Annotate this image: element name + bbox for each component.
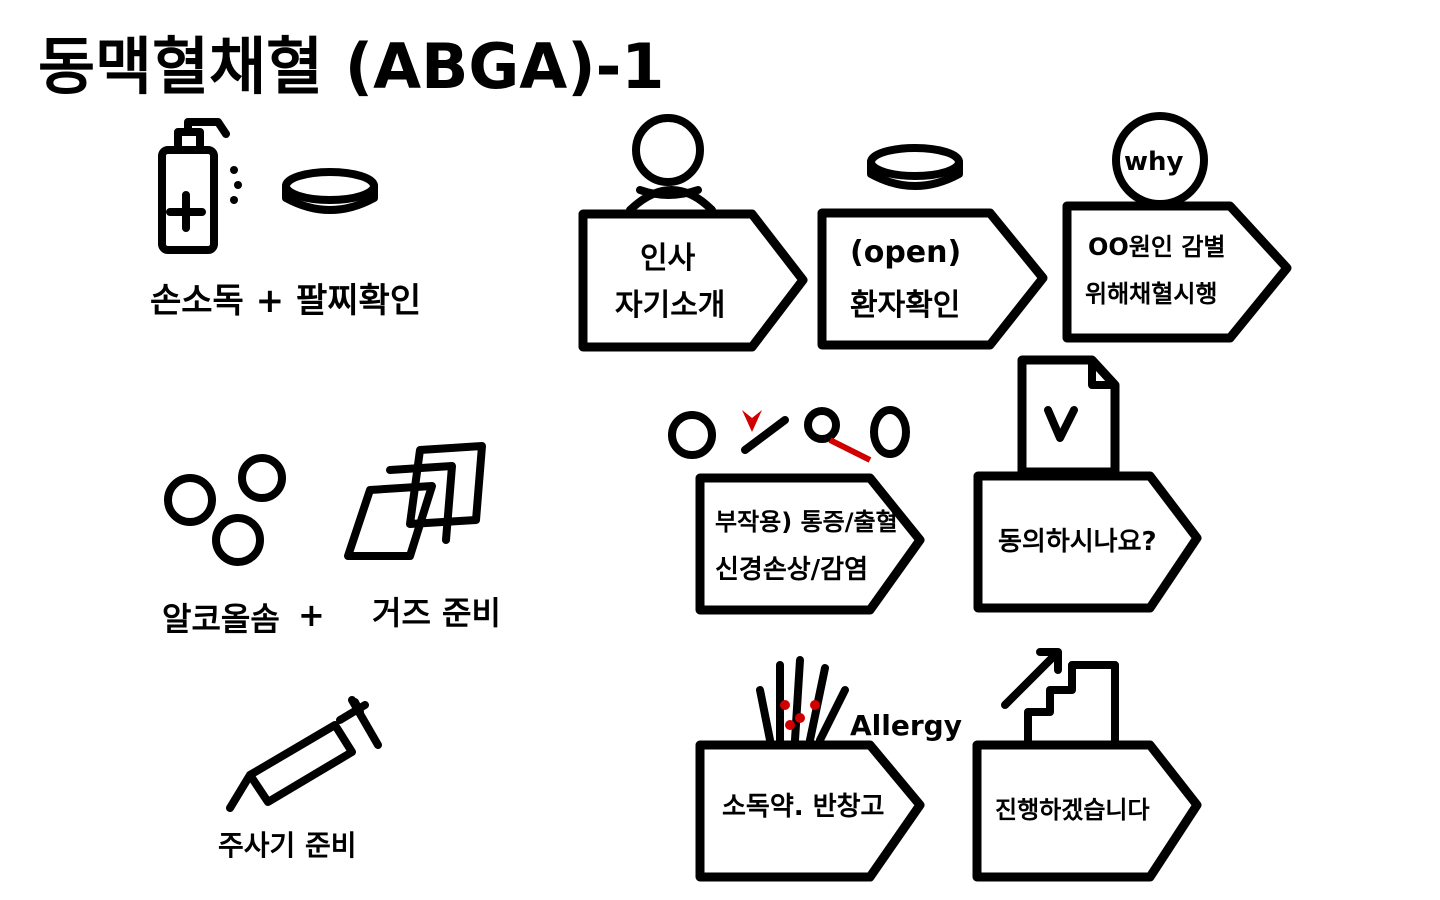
- svg-text:위해채혈시행: 위해채혈시행: [1085, 280, 1217, 308]
- gauze-icon: [344, 442, 486, 560]
- page-title: 동맥혈채혈 (ABGA)-1: [38, 30, 664, 103]
- step-reason: why OO원인 감별 위해채혈시행: [1062, 112, 1292, 343]
- nurse-icon: [626, 114, 716, 214]
- step-patient-id: (open) 환자확인: [817, 144, 1048, 350]
- step-proceed: 진행하겠습니다: [972, 648, 1202, 882]
- plus-sign: +: [298, 596, 325, 634]
- svg-text:OO원인 감별: OO원인 감별: [1088, 233, 1225, 261]
- wristband-icon: [282, 168, 378, 214]
- svg-text:인사: 인사: [640, 241, 696, 276]
- allergic-hand-icon: [756, 656, 849, 744]
- why-badge: why: [1124, 147, 1184, 177]
- svg-text:신경손상/감염: 신경손상/감염: [715, 555, 868, 585]
- svg-text:환자확인: 환자확인: [850, 288, 960, 323]
- allergy-note: Allergy: [850, 709, 962, 742]
- hand-sanitizer-icon: [158, 118, 242, 254]
- svg-text:진행하겠습니다: 진행하겠습니다: [995, 796, 1150, 824]
- alcohol-swab-label: 알코올솜: [162, 600, 280, 638]
- syringe-icon: [226, 696, 382, 812]
- svg-text:(open): (open): [850, 235, 961, 270]
- svg-text:부작용) 통증/출혈: 부작용) 통증/출혈: [715, 508, 898, 536]
- syringe-label: 주사기 준비: [218, 829, 357, 862]
- consent-document-icon: [1017, 355, 1120, 477]
- stairs-up-icon: [1001, 648, 1119, 746]
- step-allergy: Allergy 소독약. 반창고: [695, 656, 962, 882]
- hand-wristband-label: 손소독 + 팔찌확인: [150, 281, 421, 321]
- step-side-effects: 부작용) 통증/출혈 신경손상/감염: [668, 406, 925, 615]
- alcohol-swab-icon: [164, 454, 286, 566]
- svg-text:소독약. 반창고: 소독약. 반창고: [722, 792, 884, 822]
- gauze-label: 거즈 준비: [372, 594, 501, 632]
- step-greeting: 인사 자기소개: [578, 114, 808, 352]
- svg-text:자기소개: 자기소개: [615, 288, 725, 323]
- wristband-icon: [867, 144, 963, 190]
- svg-text:동의하시나요?: 동의하시나요?: [998, 527, 1157, 557]
- side-effect-icons: [668, 406, 910, 463]
- step-consent: 동의하시나요?: [973, 355, 1202, 613]
